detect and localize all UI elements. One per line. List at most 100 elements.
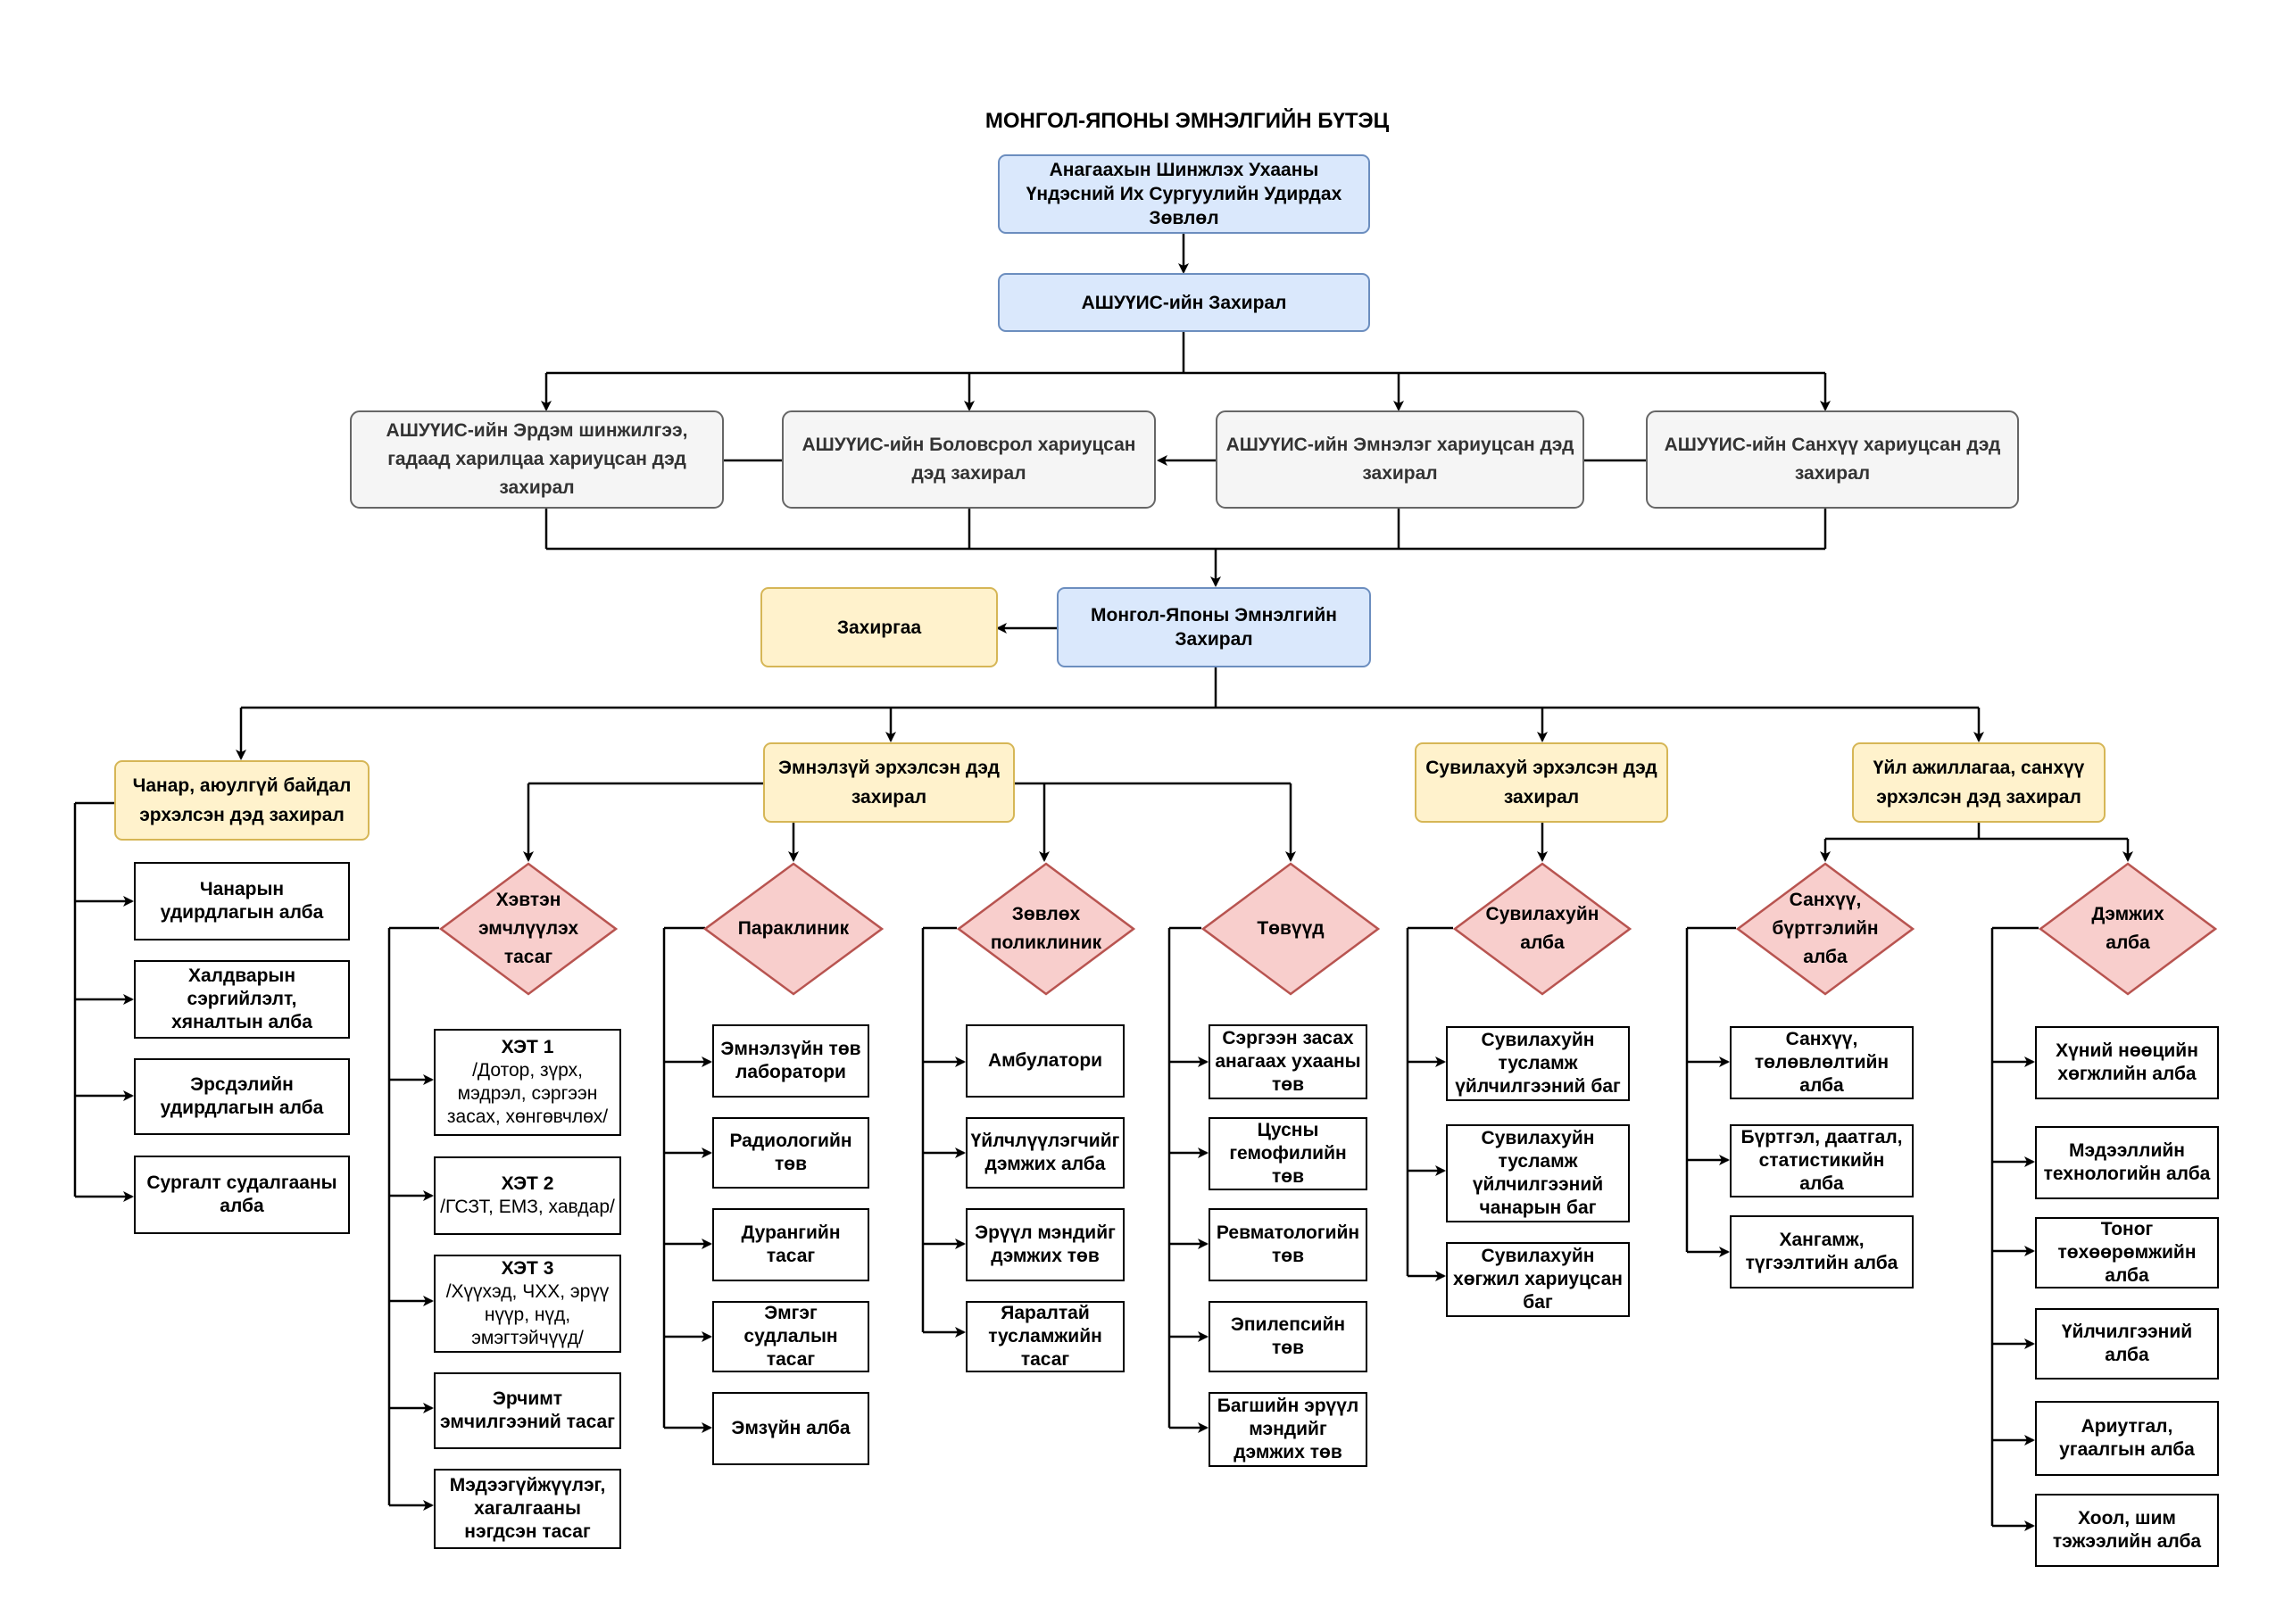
unit-nursing-3: Сувилахуйн хөгжил хариуцсан баг [1446,1242,1630,1317]
unit-paraclinic-2: Радиологийн төв [712,1117,869,1189]
unit-quality-1: Чанарын удирдлагын алба [134,862,350,940]
unit-quality-2-label: Халдварын сэргийлэлт, хяналтын алба [171,965,312,1032]
unit-support-2: Мэдээллийн технологийн алба [2035,1126,2219,1199]
unit-quality-1-label: Чанарын удирдлагын алба [160,879,324,923]
unit-support-3: Тоног төхөөрөмжийн алба [2035,1217,2219,1288]
unit-paraclinic-4-label: Эмгэг судлалын тасаг [743,1303,838,1370]
unit-quality-4-label: Сургалт судалгааны алба [146,1172,337,1216]
node-clinical-director: Эмнэлзүй эрхэлсэн дэд захирал [763,742,1015,823]
node-board-label: Анагаахын Шинжлэх Ухааны Үндэсний Их Сур… [1026,160,1342,228]
node-vp-clinic-label: АШУҮИС-ийн Эмнэлэг хариуцсан дэд захирал [1225,435,1574,484]
unit-finance-1-label: Санхүү, төлөвлөлтийн алба [1754,1029,1890,1096]
unit-inpatient-3: ХЭТ 3 /Хүүхэд, ЧХХ, эрүү нүүр, нүд, эмэг… [434,1255,621,1353]
unit-center-3: Ревматологийн төв [1209,1208,1367,1281]
unit-support-5-label: Ариутгал, угаалгын алба [2059,1416,2195,1460]
unit-paraclinic-1: Эмнэлзүйн төв лаборатори [712,1024,869,1098]
diamond-centers: Төвүүд [1201,862,1380,996]
unit-polyclinic-3-label: Эрүүл мэндийг дэмжих төв [975,1222,1116,1266]
unit-inpatient-1-body: /Дотор, зүрх, мэдрэл, сэргээн засах, хөн… [446,1060,609,1127]
unit-polyclinic-4: Яаралтай тусламжийн тасаг [966,1301,1125,1372]
unit-paraclinic-3: Дурангийн тасаг [712,1208,869,1281]
diamond-polyclinic: Зөвлөх поликлиник [957,862,1135,996]
unit-support-4: Үйлчилгээний алба [2035,1308,2219,1380]
unit-finance-3: Хангамж, түгээлтийн алба [1730,1215,1914,1288]
diamond-finance-label: Санхүү, бүртгэлийн алба [1772,890,1879,967]
unit-center-2-label: Цусны гемофилийн төв [1229,1120,1347,1187]
diamond-centers-label: Төвүүд [1257,918,1325,939]
node-vp-finance-label: АШУҮИС-ийн Санхүү хариуцсан дэд захирал [1664,435,2001,484]
diamond-finance: Санхүү, бүртгэлийн алба [1736,862,1915,996]
unit-center-1: Сэргээн засах анагаах ухааны төв [1209,1024,1367,1099]
node-administration: Захиргаа [760,587,998,667]
unit-polyclinic-1-label: Амбулатори [987,1050,1103,1071]
unit-inpatient-1: ХЭТ 1 /Дотор, зүрх, мэдрэл, сэргээн заса… [434,1029,621,1136]
unit-quality-3-label: Эрсдэлийн удирдлагын алба [160,1074,324,1118]
unit-nursing-3-label: Сувилахуйн хөгжил хариуцсан баг [1453,1246,1623,1313]
node-vp-education-label: АШУҮИС-ийн Боловсрол хариуцсан дэд захир… [802,435,1136,484]
unit-paraclinic-3-label: Дурангийн тасаг [741,1222,841,1266]
unit-nursing-2-label: Сувилахуйн тусламж үйлчилгээний чанарын … [1472,1128,1604,1218]
unit-paraclinic-2-label: Радиологийн төв [729,1131,852,1174]
unit-center-3-label: Ревматологийн төв [1216,1222,1360,1266]
unit-inpatient-2: ХЭТ 2 /ГСЗТ, ЕМЗ, хавдар/ [434,1156,621,1235]
unit-quality-3: Эрсдэлийн удирдлагын алба [134,1058,350,1135]
node-quality-director-label: Чанар, аюулгүй байдал эрхэлсэн дэд захир… [132,775,352,825]
diamond-nursing-label: Сувилахуйн алба [1485,904,1599,953]
node-vp-research-label: АШУҮИС-ийн Эрдэм шинжилгээ, гадаад харил… [386,420,688,498]
unit-inpatient-3-head: ХЭТ 3 [501,1258,554,1279]
node-operations-director-label: Үйл ажиллагаа, санхүү эрхэлсэн дэд захир… [1873,758,2085,808]
unit-support-2-label: Мэдээллийн технологийн алба [2043,1140,2211,1184]
node-operations-director: Үйл ажиллагаа, санхүү эрхэлсэн дэд захир… [1852,742,2106,823]
node-administration-label: Захиргаа [836,617,922,638]
unit-polyclinic-3: Эрүүл мэндийг дэмжих төв [966,1208,1125,1281]
unit-support-1-label: Хүний нөөцийн хөгжлийн алба [2056,1040,2198,1084]
unit-inpatient-4: Эрчимт эмчилгээний тасаг [434,1372,621,1449]
unit-center-4: Эпилепсийн төв [1209,1301,1367,1372]
unit-finance-2-label: Бүртгэл, даатгал, статистикийн алба [1740,1127,1903,1194]
unit-polyclinic-2: Үйлчлүүлэгчийг дэмжих алба [966,1117,1125,1189]
unit-support-1: Хүний нөөцийн хөгжлийн алба [2035,1026,2219,1099]
unit-paraclinic-5: Эмзүйн алба [712,1392,869,1465]
diamond-support-label: Дэмжих алба [2091,904,2164,953]
unit-inpatient-3-body: /Хүүхэд, ЧХХ, эрүү нүүр, нүд, эмэгтэйчүү… [445,1281,610,1348]
node-vp-clinic: АШУҮИС-ийн Эмнэлэг хариуцсан дэд захирал [1216,410,1584,509]
node-hospital-director: Монгол-Японы Эмнэлгийн Захирал [1057,587,1371,667]
diamond-polyclinic-label: Зөвлөх поликлиник [990,904,1102,953]
unit-nursing-1: Сувилахуйн тусламж үйлчилгээний баг [1446,1026,1630,1101]
diamond-nursing: Сувилахуйн алба [1453,862,1632,996]
unit-polyclinic-2-label: Үйлчлүүлэгчийг дэмжих алба [970,1131,1120,1174]
unit-inpatient-5: Мэдээгүйжүүлэг, хагалгааны нэгдсэн тасаг [434,1469,621,1549]
unit-inpatient-4-label: Эрчимт эмчилгээний тасаг [440,1388,615,1432]
chart-title: МОНГОЛ-ЯПОНЫ ЭМНЭЛГИЙН БҮТЭЦ [984,109,1390,133]
node-board: Анагаахын Шинжлэх Ухааны Үндэсний Их Сур… [998,154,1370,234]
unit-paraclinic-5-label: Эмзүйн алба [731,1418,851,1438]
unit-center-5: Багшийн эрүүл мэндийг дэмжих төв [1209,1392,1367,1467]
unit-inpatient-2-head: ХЭТ 2 [501,1173,554,1194]
unit-quality-4: Сургалт судалгааны алба [134,1156,350,1234]
node-vp-finance: АШУҮИС-ийн Санхүү хариуцсан дэд захирал [1646,410,2019,509]
node-rector: АШУҮИС-ийн Захирал [998,273,1370,332]
unit-paraclinic-1-label: Эмнэлзүйн төв лаборатори [720,1039,861,1082]
node-hospital-director-label: Монгол-Японы Эмнэлгийн Захирал [1091,605,1337,650]
node-vp-research: АШУҮИС-ийн Эрдэм шинжилгээ, гадаад харил… [350,410,724,509]
node-nursing-director: Сувилахуй эрхэлсэн дэд захирал [1415,742,1668,823]
diamond-paraclinic-label: Параклиник [737,918,850,939]
diamond-paraclinic: Параклиник [703,862,884,996]
unit-nursing-1-label: Сувилахуйн тусламж үйлчилгээний баг [1455,1030,1621,1097]
unit-center-2: Цусны гемофилийн төв [1209,1117,1367,1190]
unit-finance-3-label: Хангамж, түгээлтийн алба [1745,1230,1898,1273]
diamond-inpatient-label: Хэвтэн эмчлүүлэх тасаг [478,890,579,967]
unit-center-4-label: Эпилепсийн төв [1230,1314,1346,1358]
node-clinical-director-label: Эмнэлзүй эрхэлсэн дэд захирал [778,758,1000,808]
unit-center-1-label: Сэргээн засах анагаах ухааны төв [1215,1028,1361,1095]
unit-inpatient-2-body: /ГСЗТ, ЕМЗ, хавдар/ [440,1197,615,1217]
unit-support-3-label: Тоног төхөөрөмжийн алба [2057,1219,2197,1286]
unit-paraclinic-4: Эмгэг судлалын тасаг [712,1301,869,1372]
unit-support-6-label: Хоол, шим тэжээлийн алба [2052,1508,2202,1552]
unit-finance-1: Санхүү, төлөвлөлтийн алба [1730,1026,1914,1099]
unit-polyclinic-1: Амбулатори [966,1024,1125,1098]
diamond-inpatient: Хэвтэн эмчлүүлэх тасаг [439,862,618,996]
unit-polyclinic-4-label: Яаралтай тусламжийн тасаг [988,1303,1102,1370]
